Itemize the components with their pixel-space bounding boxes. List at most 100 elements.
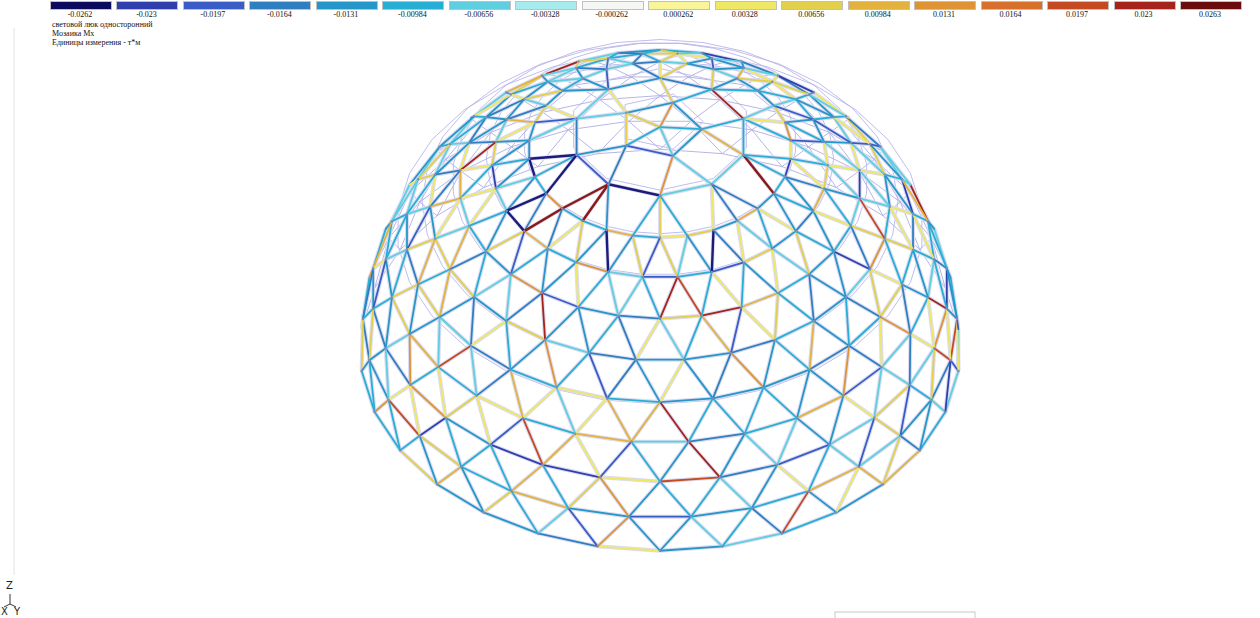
front-member xyxy=(543,465,568,508)
front-member xyxy=(363,268,373,319)
joint xyxy=(676,52,678,54)
scale-swatch xyxy=(183,1,245,10)
scale-swatch xyxy=(1180,1,1242,10)
front-member xyxy=(523,418,543,465)
member-halo xyxy=(510,370,556,388)
member-halo xyxy=(633,236,660,238)
member-halo xyxy=(712,184,714,230)
scale-value: 0.0263 xyxy=(1199,10,1221,19)
front-member xyxy=(576,262,578,307)
shell-member xyxy=(586,353,635,360)
front-member xyxy=(931,348,934,400)
front-member xyxy=(743,155,773,194)
scale-value: 0.000262 xyxy=(663,10,693,19)
front-member xyxy=(631,442,660,482)
member-halo xyxy=(712,58,714,69)
joint xyxy=(882,483,884,485)
front-member xyxy=(629,482,660,517)
front-member xyxy=(712,184,714,230)
front-member xyxy=(689,398,713,441)
front-member xyxy=(712,155,744,184)
member-halo xyxy=(660,402,689,442)
front-member xyxy=(678,236,688,277)
joint xyxy=(635,358,637,360)
member-halo xyxy=(689,442,720,478)
joint xyxy=(790,139,792,141)
front-member xyxy=(660,477,720,481)
member-halo xyxy=(712,272,742,307)
joint xyxy=(534,176,536,178)
front-member xyxy=(557,387,608,398)
front-member xyxy=(407,250,418,285)
front-member xyxy=(902,179,913,214)
member-halo xyxy=(392,297,410,333)
front-member xyxy=(687,230,713,236)
joint xyxy=(577,306,579,308)
front-member xyxy=(524,91,562,99)
joint xyxy=(795,98,797,100)
member-halo xyxy=(408,334,413,385)
member-halo xyxy=(731,340,775,353)
joint xyxy=(542,464,544,466)
scale-value: -0.000262 xyxy=(595,10,628,19)
front-member xyxy=(583,221,607,230)
front-member xyxy=(438,367,445,418)
member-halo xyxy=(420,418,446,436)
joint xyxy=(561,207,563,209)
front-member xyxy=(782,512,836,533)
front-member xyxy=(910,334,934,348)
joint xyxy=(742,117,744,119)
joint xyxy=(858,169,860,171)
member-halo xyxy=(713,353,731,398)
member-halo xyxy=(957,319,958,371)
front-member xyxy=(702,316,731,353)
joint xyxy=(884,237,886,239)
member-halo xyxy=(673,156,712,184)
joint xyxy=(784,176,786,178)
front-member xyxy=(430,207,435,239)
shell-member xyxy=(635,359,685,360)
front-member xyxy=(469,226,486,252)
joint xyxy=(813,320,815,322)
shell-member xyxy=(642,43,678,44)
scale-value: -0.00984 xyxy=(398,10,427,19)
member-halo xyxy=(687,64,713,70)
front-member xyxy=(909,334,911,385)
front-member xyxy=(702,129,744,155)
front-member xyxy=(660,64,687,79)
joint xyxy=(468,225,470,227)
member-halo xyxy=(507,120,535,123)
joint xyxy=(672,155,674,157)
front-member xyxy=(910,348,935,385)
member-halo xyxy=(809,251,834,274)
member-halo xyxy=(673,89,712,102)
front-member xyxy=(471,346,477,396)
shell-member xyxy=(617,40,660,43)
member-halo xyxy=(469,226,486,252)
scale-swatch xyxy=(648,1,710,10)
front-member xyxy=(636,319,660,360)
front-member xyxy=(608,53,618,58)
front-member xyxy=(744,262,778,293)
joint xyxy=(659,401,661,403)
member-halo xyxy=(607,58,609,69)
joint xyxy=(547,81,549,83)
member-halo xyxy=(589,353,636,360)
joint xyxy=(541,74,543,76)
front-member xyxy=(474,94,511,116)
joint xyxy=(581,77,583,79)
front-member xyxy=(546,155,576,194)
member-halo xyxy=(548,82,563,91)
joint xyxy=(933,347,935,349)
joint xyxy=(777,292,779,294)
member-halo xyxy=(410,367,438,385)
member-halo xyxy=(438,317,439,367)
front-member xyxy=(440,269,450,317)
joint xyxy=(506,210,508,212)
front-member xyxy=(742,293,778,307)
member-halo xyxy=(731,353,763,387)
joint xyxy=(491,164,493,166)
member-halo xyxy=(440,297,474,317)
joint xyxy=(659,550,661,552)
front-member xyxy=(369,309,373,361)
